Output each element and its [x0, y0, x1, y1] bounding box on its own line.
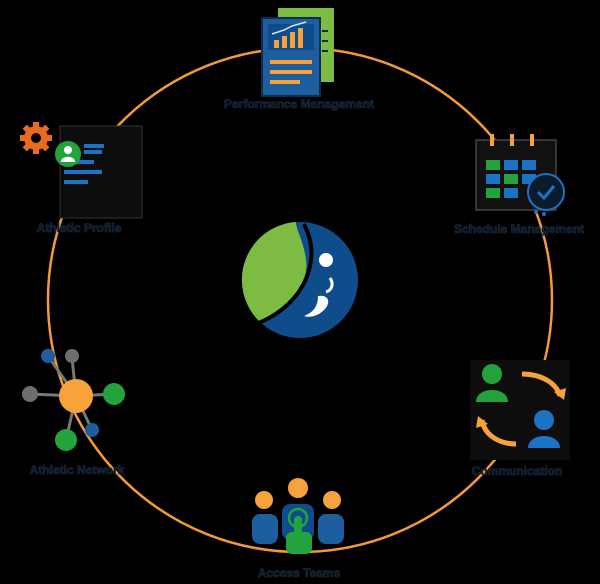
- label-communication: Communication: [472, 464, 563, 478]
- report-chart-icon: [261, 8, 334, 97]
- brand-logo-icon: [241, 222, 358, 338]
- calendar-clock-icon: [475, 134, 565, 216]
- profile-settings-icon: [20, 122, 143, 219]
- label-profile: Athletic Profile: [37, 221, 122, 235]
- team-touch-icon: [252, 478, 344, 554]
- label-network: Athletic Network: [30, 463, 125, 477]
- label-schedule: Schedule Management: [454, 222, 584, 236]
- network-graph-icon: [22, 349, 125, 451]
- gear-icon: [20, 122, 52, 154]
- label-access: Access Teams: [258, 566, 341, 580]
- people-exchange-icon: [470, 360, 570, 460]
- label-performance: Performance Management: [224, 97, 374, 111]
